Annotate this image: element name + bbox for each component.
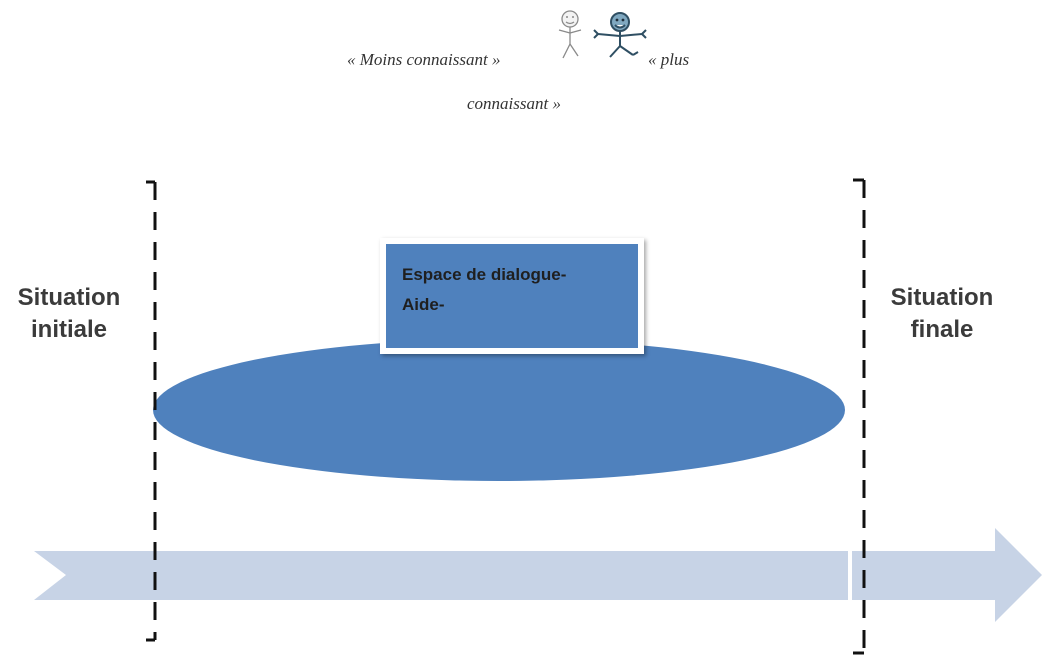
caption-more-knowledgeable: « plus [648,50,690,69]
timeline-arrow [34,551,848,600]
stick-figure-smiling-icon [558,10,582,59]
dialogue-box-line-2: Aide- [402,295,445,314]
caption-less-knowledgeable: « Moins connaissant » [347,50,501,69]
stick-figure-excited-icon [593,12,647,58]
timeline-arrow-head [852,528,1042,622]
dialogue-ellipse [153,339,845,481]
initial-bracket [146,180,157,642]
final-bracket [853,178,866,655]
dialogue-box: Espace de dialogue- Aide- [380,238,644,354]
caption-more-knowledgeable-continued: connaissant » [467,94,561,113]
dialogue-box-line-1: Espace de dialogue- [402,265,567,284]
dialogue-box-fill: Espace de dialogue- Aide- [386,244,638,348]
